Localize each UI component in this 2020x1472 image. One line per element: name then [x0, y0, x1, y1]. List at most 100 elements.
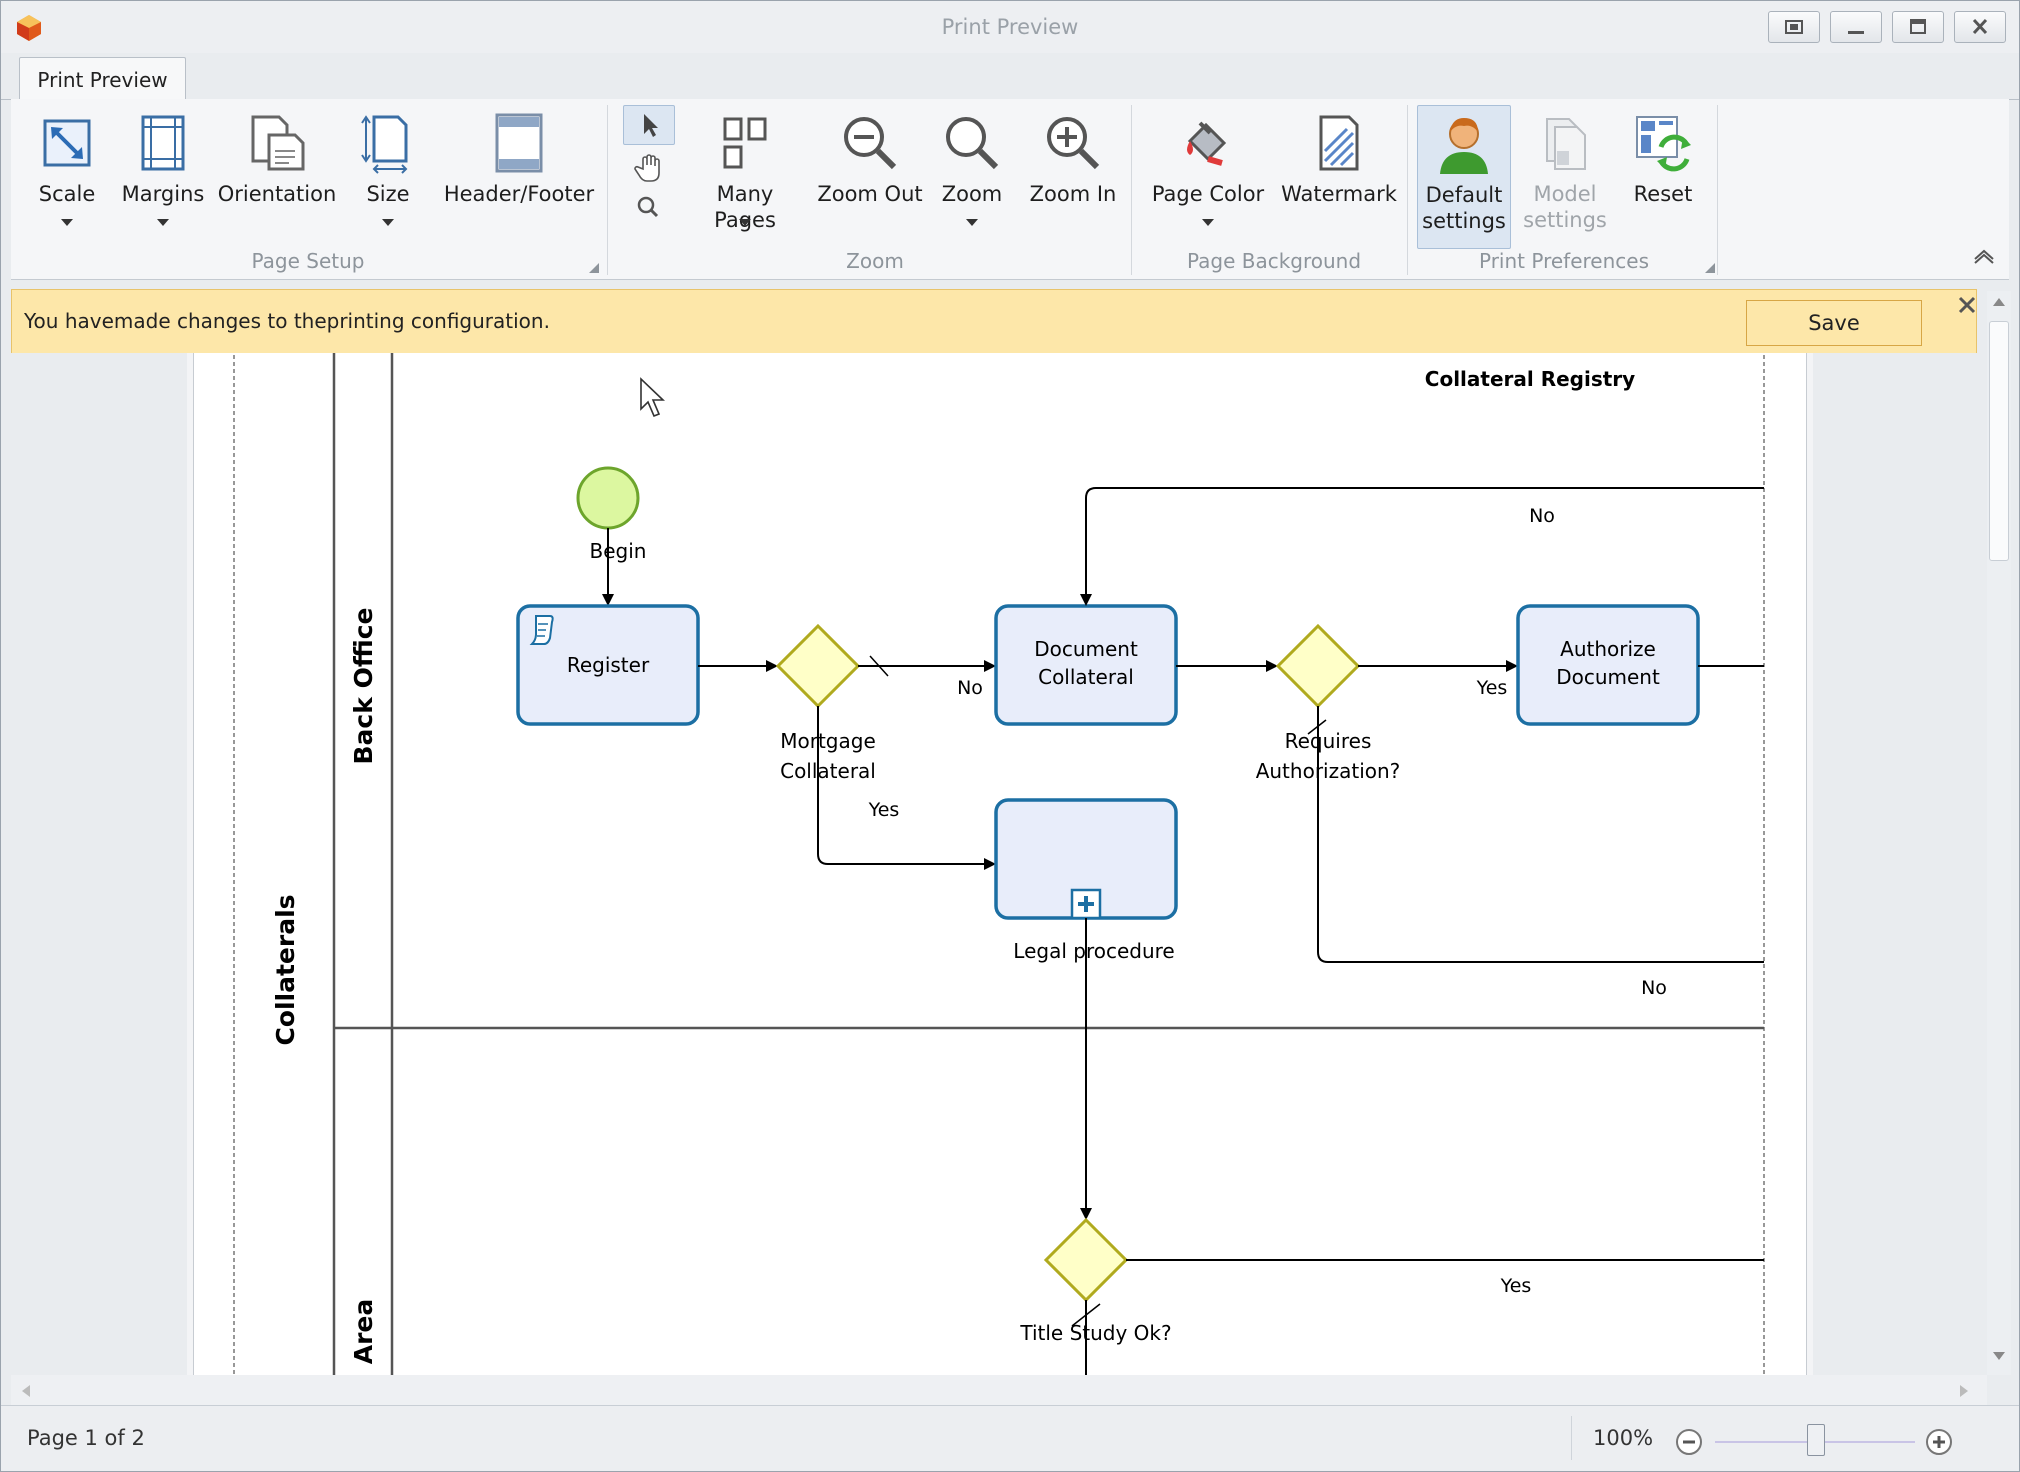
- orientation-button[interactable]: Orientation: [215, 105, 339, 247]
- fit-window-button[interactable]: [1768, 11, 1820, 43]
- zoom-out-icon: [844, 117, 897, 170]
- lane-label-back-office: Back Office: [349, 608, 378, 765]
- group-label-page-background: Page Background: [1186, 249, 1362, 273]
- gateway-title-study: [1043, 1217, 1129, 1303]
- horizontal-scrollbar[interactable]: [11, 1375, 1987, 1405]
- flow-label-yes-auth: Yes: [1476, 677, 1508, 699]
- reset-icon: [1636, 116, 1691, 172]
- scroll-right-icon[interactable]: [1957, 1383, 1971, 1399]
- scroll-left-icon[interactable]: [19, 1383, 33, 1399]
- model-settings-line-2: settings: [1523, 208, 1607, 232]
- close-icon[interactable]: [1956, 294, 1978, 316]
- status-bar: Page 1 of 2 100%: [1, 1405, 2019, 1471]
- page-color-button[interactable]: Page Color: [1145, 105, 1271, 247]
- bpmn-diagram: Collaterals Back Office egal Area Collat…: [233, 353, 1765, 1375]
- gateway-requires-label-2: Authorization?: [1256, 759, 1401, 783]
- vertical-scrollbar[interactable]: [1987, 291, 2011, 1375]
- zoom-slider-thumb[interactable]: [1807, 1424, 1825, 1456]
- many-pages-label: Many Pages: [714, 182, 776, 232]
- dropdown-arrow-icon: [157, 219, 169, 226]
- margins-icon: [141, 115, 185, 171]
- reset-label: Reset: [1633, 182, 1693, 206]
- many-pages-button[interactable]: Many Pages: [683, 105, 807, 247]
- task-authorize-label-1: Authorize: [1560, 637, 1656, 661]
- gateway-requires-authorization: [1275, 623, 1361, 709]
- task-authorize-label-2: Document: [1556, 665, 1660, 689]
- diagram-header: Collateral Registry: [1425, 367, 1635, 391]
- dialog-launcher-icon[interactable]: [1705, 263, 1715, 273]
- app-logo-icon: [17, 15, 41, 41]
- dropdown-arrow-icon: [1202, 219, 1214, 226]
- header-footer-label: Header/Footer: [443, 182, 595, 206]
- scale-label: Scale: [38, 182, 96, 206]
- window-title: Print Preview: [941, 15, 1079, 39]
- user-icon: [1440, 118, 1488, 174]
- title-bar: Print Preview: [1, 1, 2019, 53]
- mouse-cursor-icon: [640, 377, 665, 418]
- preview-page: Collaterals Back Office egal Area Collat…: [193, 353, 1807, 1375]
- scroll-up-icon[interactable]: [1991, 295, 2007, 309]
- margins-label: Margins: [121, 182, 205, 206]
- dropdown-arrow-icon: [966, 219, 978, 226]
- minimize-button[interactable]: [1830, 11, 1882, 43]
- group-separator: [1407, 105, 1408, 275]
- vertical-scroll-thumb[interactable]: [1989, 321, 2009, 561]
- magnifier-tool-button[interactable]: [623, 189, 673, 227]
- pointer-tool-button[interactable]: [623, 105, 675, 145]
- many-pages-icon: [723, 117, 767, 169]
- gateway-mortgage-label-1: Mortgage: [780, 729, 876, 753]
- header-footer-icon: [495, 113, 543, 173]
- close-icon: [1972, 18, 1988, 35]
- gateway-mortgage-label-2: Collateral: [780, 759, 876, 783]
- default-settings-line-1: Default: [1425, 183, 1503, 207]
- zoom-out-button[interactable]: Zoom Out: [815, 105, 925, 247]
- group-zoom: Many Pages Zoom Out Zoom: [609, 99, 1141, 279]
- collapse-ribbon-icon[interactable]: [1971, 245, 1997, 265]
- default-flow-marker: [869, 655, 889, 677]
- dropdown-arrow-icon: [61, 219, 73, 226]
- changes-info-bar: You havemade changes to theprinting conf…: [11, 289, 1977, 355]
- tab-print-preview[interactable]: Print Preview: [19, 57, 186, 100]
- scale-button[interactable]: Scale: [19, 105, 115, 247]
- zoom-button[interactable]: Zoom: [927, 105, 1017, 247]
- dropdown-arrow-icon: [382, 219, 394, 226]
- zoom-in-button[interactable]: Zoom In: [1023, 105, 1123, 247]
- default-settings-line-2: settings: [1422, 209, 1506, 233]
- reset-button[interactable]: Reset: [1617, 105, 1709, 247]
- header-footer-button[interactable]: Header/Footer: [437, 105, 601, 247]
- zoom-plus-icon[interactable]: [1925, 1428, 1953, 1456]
- model-settings-line-1: Model: [1533, 182, 1597, 206]
- tab-label: Print Preview: [37, 68, 168, 92]
- gateway-mortgage: [775, 623, 861, 709]
- minimize-icon: [1848, 31, 1864, 34]
- document-viewport[interactable]: Collaterals Back Office egal Area Collat…: [11, 353, 1991, 1375]
- magnifier-icon: [637, 196, 659, 218]
- hand-tool-button[interactable]: [623, 147, 673, 185]
- watermark-icon: [1319, 115, 1359, 171]
- zoom-minus-icon[interactable]: [1675, 1428, 1703, 1456]
- maximize-button[interactable]: [1892, 11, 1944, 43]
- scroll-down-icon[interactable]: [1991, 1349, 2007, 1363]
- pool-label: Collaterals: [271, 894, 300, 1045]
- lane-label-legal-area: egal Area: [349, 1299, 378, 1375]
- watermark-button[interactable]: Watermark: [1275, 105, 1403, 247]
- sequence-flow-loop-no: [1080, 487, 1764, 606]
- flow-label-no-bottom: No: [1641, 977, 1667, 999]
- close-window-button[interactable]: [1954, 11, 2006, 43]
- flow-label-no: No: [957, 677, 983, 699]
- margins-button[interactable]: Margins: [115, 105, 211, 247]
- save-button[interactable]: Save: [1746, 300, 1922, 346]
- maximize-icon: [1910, 19, 1926, 34]
- start-event: [576, 466, 640, 530]
- size-button[interactable]: Size: [345, 105, 431, 247]
- page-indicator: Page 1 of 2: [27, 1426, 145, 1450]
- zoom-label: Zoom: [941, 182, 1003, 206]
- dialog-launcher-icon[interactable]: [589, 263, 599, 273]
- expand-subprocess-icon: [1070, 888, 1102, 920]
- info-message: You havemade changes to theprinting conf…: [24, 309, 550, 333]
- zoom-in-icon: [1047, 117, 1100, 170]
